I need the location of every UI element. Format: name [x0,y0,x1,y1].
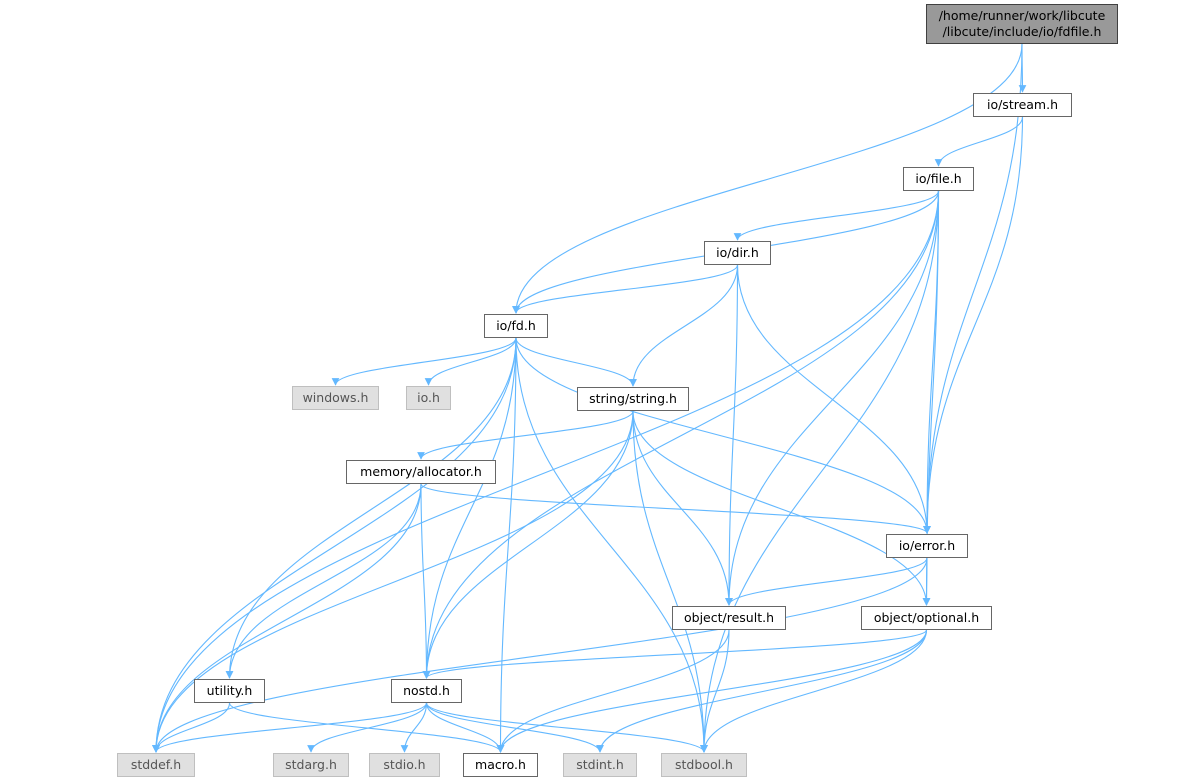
edge-dir-to-fd [512,264,739,314]
node-io-dir-h-label: io/dir.h [716,245,759,260]
node-object-optional-h[interactable]: object/optional.h [861,606,992,630]
node-io-dir-h[interactable]: io/dir.h [704,241,771,265]
node-io-error-h-label: io/error.h [898,538,956,553]
node-io-stream-h-label: io/stream.h [986,97,1059,112]
edge-error-to-result [725,557,928,606]
edge-fd-to-stdbool [515,337,708,753]
edge-fd-to-error [515,337,931,534]
node-stdbool-h[interactable]: stdbool.h [661,753,747,777]
edge-allocator-to-nostd [420,483,431,679]
node-memory-allocator-h-label: memory/allocator.h [360,464,482,479]
edge-optional-to-nostd [422,629,928,679]
edge-nostd-to-stdint [425,702,604,753]
edge-root-to-fd [512,43,1023,314]
edge-fd-to-io [424,337,517,386]
edge-error-to-optional [922,557,931,606]
node-nostd-h[interactable]: nostd.h [391,679,462,703]
node-windows-h[interactable]: windows.h [292,386,379,410]
edge-stream-to-error [923,116,1024,534]
edge-fd-to-string [515,337,637,387]
edge-fd-to-nostd [422,337,517,679]
edge-stream-to-file [934,116,1024,167]
edge-optional-to-stdint [596,629,928,753]
node-memory-allocator-h[interactable]: memory/allocator.h [346,460,496,484]
node-object-result-h-label: object/result.h [684,610,774,625]
node-fdfile-h-path-line2: /libcute/include/io/fdfile.h [942,24,1102,39]
node-macro-h-label: macro.h [475,757,526,772]
node-utility-h-label: utility.h [206,683,253,698]
node-io-fd-h-label: io/fd.h [496,318,536,333]
node-stddef-h-label: stddef.h [130,757,182,772]
node-stdint-h[interactable]: stdint.h [563,753,637,777]
edge-dir-to-error [736,264,931,534]
edge-dir-to-string [629,264,739,387]
edge-allocator-to-stddef [152,483,422,753]
node-io-error-h[interactable]: io/error.h [886,534,968,558]
edge-optional-to-stdbool [700,629,928,753]
node-object-result-h[interactable]: object/result.h [672,606,786,630]
edge-allocator-to-error [420,483,931,534]
edge-nostd-to-stddef [152,702,428,753]
edge-file-to-stddef [152,190,940,753]
edge-error-to-stddef [152,557,928,753]
edge-string-to-optional [632,410,931,606]
node-fdfile-h-path-line1: /home/runner/work/libcute [938,8,1106,23]
edge-fd-to-utility [225,337,517,679]
node-string-string-h[interactable]: string/string.h [577,387,689,411]
edge-nostd-to-stdarg [307,702,428,753]
edge-file-to-nostd [422,190,940,679]
edge-string-to-stdbool [632,410,708,753]
edge-string-to-result [632,410,733,606]
node-stdarg-h[interactable]: stdarg.h [273,753,349,777]
edge-string-to-stddef [152,410,634,753]
edge-file-to-result [725,190,940,606]
node-io-file-h-label: io/file.h [915,171,962,186]
edge-string-to-allocator [417,410,634,460]
node-fdfile-h[interactable]: /home/runner/work/libcute /libcute/inclu… [926,4,1118,44]
edge-dir-to-result [725,264,739,606]
edge-nostd-to-stdbool [425,702,708,753]
edge-fd-to-windows [331,337,517,386]
node-windows-h-label: windows.h [302,390,369,405]
node-utility-h[interactable]: utility.h [194,679,265,703]
edge-allocator-to-utility [225,483,422,679]
dependency-edges [152,43,1027,753]
node-io-h[interactable]: io.h [406,386,451,410]
node-nostd-h-label: nostd.h [403,683,450,698]
edge-optional-to-macro [496,629,928,753]
node-stdio-h[interactable]: stdio.h [369,753,440,777]
node-io-h-label: io.h [417,390,440,405]
edge-root-to-error [923,43,1023,534]
node-macro-h[interactable]: macro.h [463,753,538,777]
edge-file-to-dir [733,190,940,241]
edge-fd-to-macro [496,337,517,753]
edge-string-to-nostd [422,410,634,679]
edge-file-to-stdbool [700,190,940,753]
node-io-fd-h[interactable]: io/fd.h [484,314,548,338]
edge-nostd-to-stdio [400,702,428,753]
edge-result-to-macro [496,629,730,753]
node-stdio-h-label: stdio.h [383,757,426,772]
edge-fd-to-stddef [152,337,517,753]
node-stddef-h[interactable]: stddef.h [117,753,195,777]
node-io-file-h[interactable]: io/file.h [903,167,974,191]
edge-utility-to-macro [228,702,505,753]
node-io-stream-h[interactable]: io/stream.h [973,93,1072,117]
node-stdarg-h-label: stdarg.h [285,757,337,772]
edge-nostd-to-macro [425,702,505,753]
node-string-string-h-label: string/string.h [589,391,677,406]
node-stdint-h-label: stdint.h [576,757,624,772]
node-object-optional-h-label: object/optional.h [873,610,980,625]
node-stdbool-h-label: stdbool.h [675,757,733,772]
